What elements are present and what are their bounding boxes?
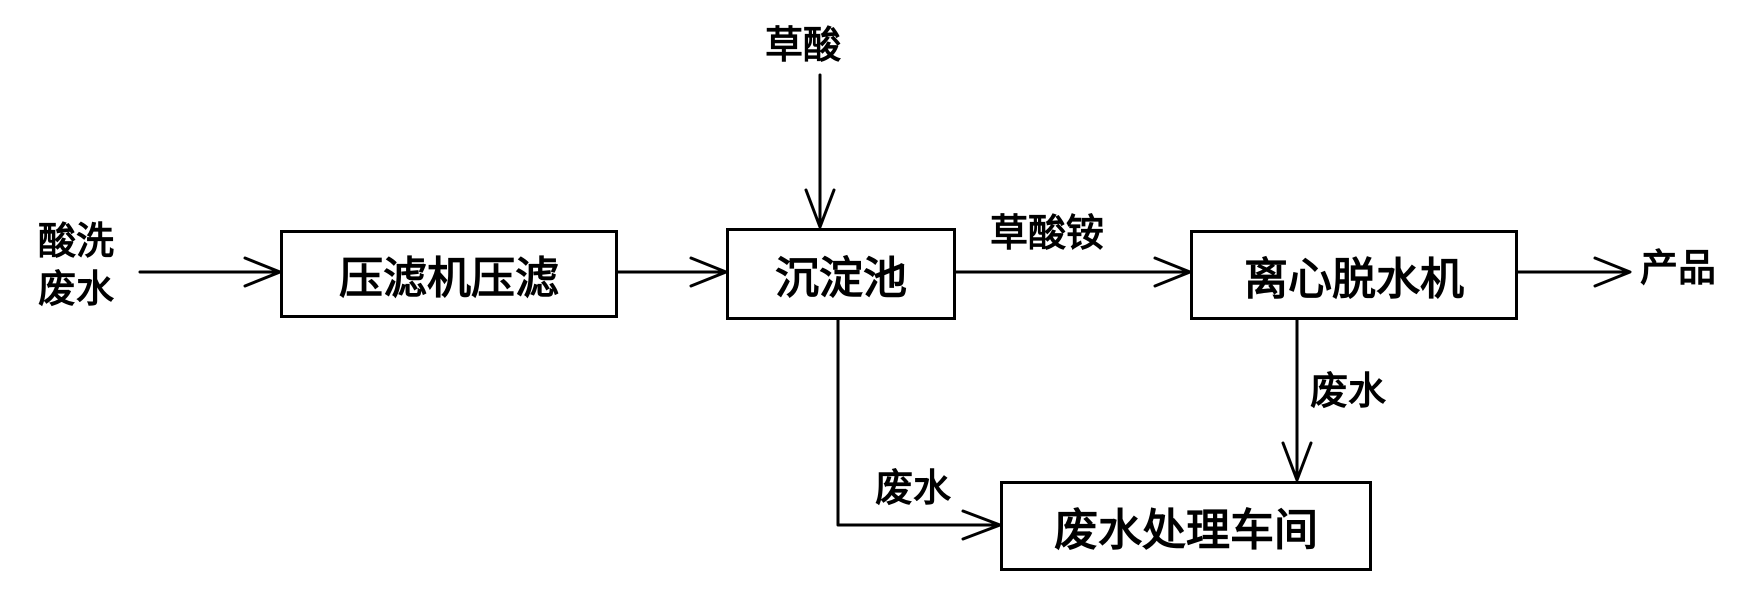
input-label-line1: 酸洗: [38, 219, 115, 263]
wastewater-workshop-box: 废水处理车间: [1000, 481, 1372, 571]
wastewater-workshop-label: 废水处理车间: [1054, 505, 1318, 556]
settling-tank-label: 沉淀池: [775, 253, 907, 304]
arrowhead-reagent-to-settling: [804, 188, 836, 229]
wastewater-label-right: 废水: [1310, 369, 1387, 413]
arrow-settling-to-workshop: [836, 318, 1000, 527]
arrowhead-centrifuge-to-workshop: [1281, 441, 1313, 482]
arrowhead-centrifuge-to-product: [1593, 256, 1632, 288]
centrifuge-box: 离心脱水机: [1190, 230, 1518, 320]
filter-press-box: 压滤机压滤: [280, 230, 618, 318]
product-label: 产品: [1640, 246, 1717, 290]
intermediate-label: 草酸铵: [990, 211, 1105, 255]
input-label-line2: 废水: [38, 266, 115, 311]
settling-tank-box: 沉淀池: [726, 228, 956, 320]
wastewater-label-left: 废水: [875, 466, 952, 510]
input-label: 酸洗 废水: [38, 218, 114, 313]
reagent-label: 草酸: [765, 23, 842, 67]
centrifuge-label: 离心脱水机: [1244, 254, 1464, 305]
filter-press-label: 压滤机压滤: [339, 253, 559, 304]
